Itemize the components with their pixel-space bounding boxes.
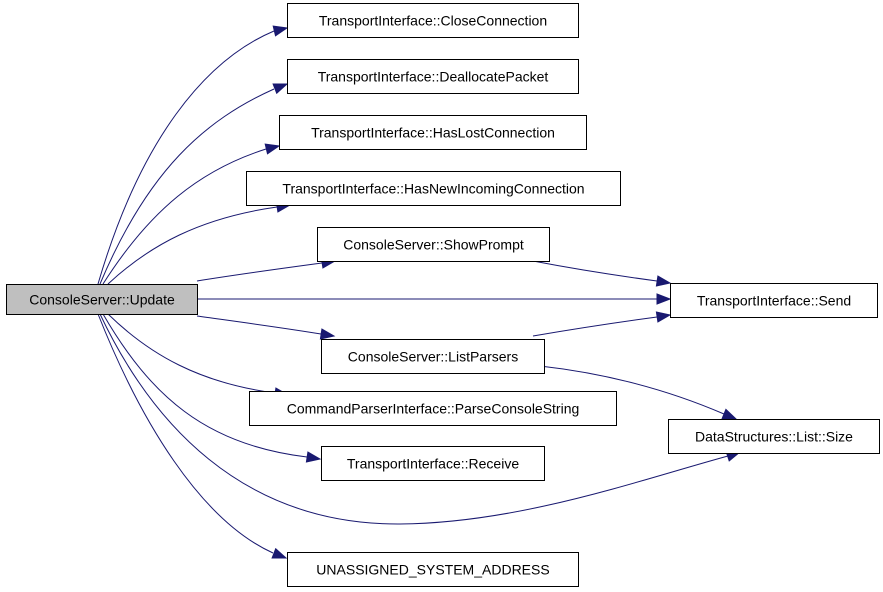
edge-line-update-to-listparsers bbox=[196, 315, 322, 335]
arrowhead-update-to-receive bbox=[305, 451, 322, 463]
node-box-size[interactable] bbox=[668, 419, 880, 454]
node-label-size: DataStructures::List::Size bbox=[695, 429, 853, 445]
node-box-unassigned[interactable] bbox=[287, 552, 579, 587]
nodes-layer: ConsoleServer::UpdateTransportInterface:… bbox=[6, 3, 880, 587]
node-label-hasnew: TransportInterface::HasNewIncomingConnec… bbox=[282, 181, 584, 197]
edge-update-to-showprompt bbox=[196, 257, 337, 282]
edge-line-update-to-receive bbox=[102, 313, 308, 458]
node-box-dealloc[interactable] bbox=[287, 59, 579, 94]
edge-line-update-to-size bbox=[99, 313, 729, 525]
node-dealloc[interactable]: TransportInterface::DeallocatePacket bbox=[287, 59, 579, 94]
node-label-send: TransportInterface::Send bbox=[697, 293, 851, 309]
arrowhead-listparsers-to-size bbox=[721, 408, 738, 420]
arrowhead-listparsers-to-send bbox=[655, 311, 672, 323]
node-label-unassigned: UNASSIGNED_SYSTEM_ADDRESS bbox=[316, 562, 549, 578]
edges-layer bbox=[97, 25, 742, 559]
arrowhead-update-to-unassigned bbox=[271, 547, 288, 559]
node-box-hasnew[interactable] bbox=[246, 171, 621, 206]
edge-line-update-to-haslost bbox=[102, 148, 267, 285]
edge-update-to-close bbox=[97, 25, 289, 285]
node-label-haslost: TransportInterface::HasLostConnection bbox=[311, 125, 555, 141]
edge-showprompt-to-send bbox=[532, 260, 672, 287]
edge-update-to-receive bbox=[102, 313, 322, 463]
node-update: ConsoleServer::Update bbox=[6, 284, 198, 315]
edge-listparsers-to-size bbox=[539, 365, 738, 420]
edge-line-update-to-dealloc bbox=[99, 88, 275, 285]
arrowhead-update-to-send bbox=[656, 293, 672, 305]
edge-update-to-dealloc bbox=[99, 83, 289, 285]
node-size[interactable]: DataStructures::List::Size bbox=[668, 419, 880, 454]
arrowhead-update-to-dealloc bbox=[272, 83, 289, 95]
node-hasnew[interactable]: TransportInterface::HasNewIncomingConnec… bbox=[246, 171, 621, 206]
edge-update-to-unassigned bbox=[97, 313, 288, 559]
node-box-send[interactable] bbox=[670, 283, 878, 318]
node-box-parse[interactable] bbox=[249, 391, 617, 426]
edge-line-update-to-hasnew bbox=[107, 206, 278, 285]
edge-line-showprompt-to-send bbox=[532, 260, 658, 282]
node-box-listparsers[interactable] bbox=[321, 339, 545, 374]
node-unassigned[interactable]: UNASSIGNED_SYSTEM_ADDRESS bbox=[287, 552, 579, 587]
node-close[interactable]: TransportInterface::CloseConnection bbox=[287, 3, 579, 38]
edge-line-listparsers-to-size bbox=[539, 365, 725, 415]
node-label-dealloc: TransportInterface::DeallocatePacket bbox=[318, 69, 549, 85]
edge-line-update-to-close bbox=[97, 30, 275, 285]
node-label-receive: TransportInterface::Receive bbox=[347, 456, 519, 472]
node-showprompt[interactable]: ConsoleServer::ShowPrompt bbox=[317, 227, 550, 262]
node-label-close: TransportInterface::CloseConnection bbox=[319, 13, 547, 29]
node-listparsers[interactable]: ConsoleServer::ListParsers bbox=[321, 339, 545, 374]
edge-update-to-send bbox=[197, 293, 672, 305]
arrowhead-update-to-listparsers bbox=[319, 328, 336, 340]
node-label-listparsers: ConsoleServer::ListParsers bbox=[348, 349, 518, 365]
edge-line-listparsers-to-send bbox=[532, 316, 658, 337]
node-box-showprompt[interactable] bbox=[317, 227, 550, 262]
edge-update-to-parse bbox=[107, 313, 290, 399]
arrowhead-update-to-close bbox=[272, 25, 289, 37]
edge-line-update-to-unassigned bbox=[97, 313, 274, 554]
node-box-receive[interactable] bbox=[321, 446, 545, 481]
node-box-haslost[interactable] bbox=[279, 115, 587, 150]
edge-update-to-listparsers bbox=[196, 315, 336, 340]
node-label-showprompt: ConsoleServer::ShowPrompt bbox=[343, 237, 524, 253]
node-box-update bbox=[6, 284, 198, 315]
node-parse[interactable]: CommandParserInterface::ParseConsoleStri… bbox=[249, 391, 617, 426]
edge-update-to-haslost bbox=[102, 143, 281, 285]
arrowhead-showprompt-to-send bbox=[655, 275, 672, 287]
node-receive[interactable]: TransportInterface::Receive bbox=[321, 446, 545, 481]
node-box-close[interactable] bbox=[287, 3, 579, 38]
node-label-parse: CommandParserInterface::ParseConsoleStri… bbox=[287, 401, 580, 417]
edge-line-update-to-showprompt bbox=[196, 262, 323, 282]
arrowhead-update-to-haslost bbox=[264, 143, 281, 155]
edge-listparsers-to-send bbox=[532, 311, 672, 337]
node-label-update: ConsoleServer::Update bbox=[29, 292, 175, 308]
node-haslost[interactable]: TransportInterface::HasLostConnection bbox=[279, 115, 587, 150]
node-send[interactable]: TransportInterface::Send bbox=[670, 283, 878, 318]
edge-line-update-to-parse bbox=[107, 313, 276, 394]
